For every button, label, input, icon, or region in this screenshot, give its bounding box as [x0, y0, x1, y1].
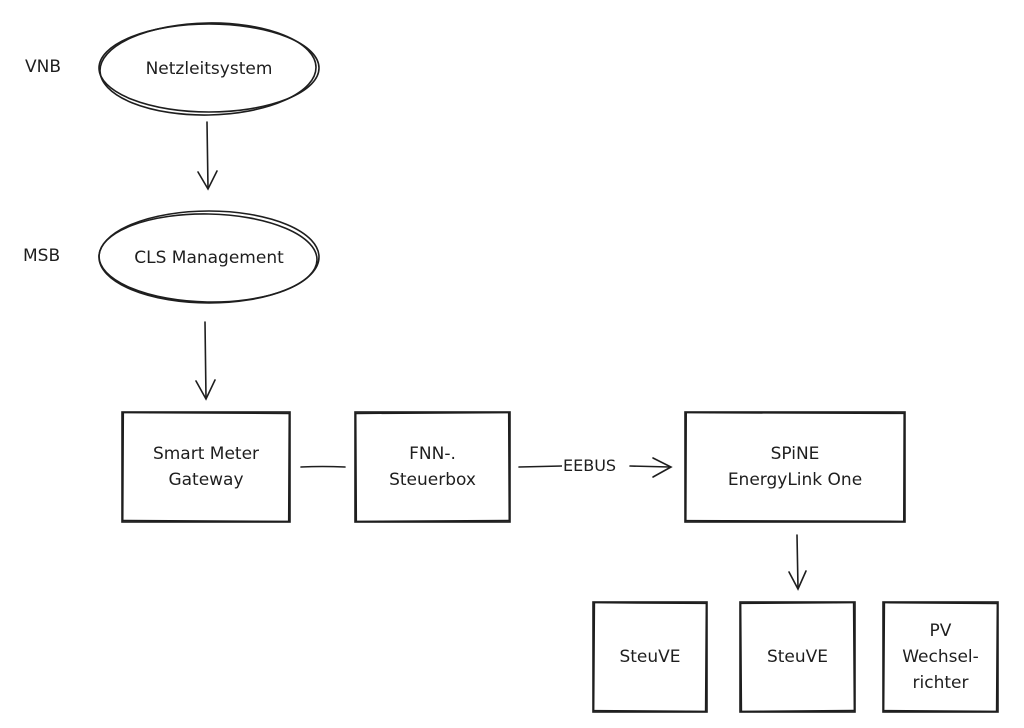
box-fnn	[354, 411, 511, 523]
arrow-cls-to-smgw	[195, 321, 216, 401]
ellipse-netzleitsystem	[98, 22, 320, 116]
box-smgw	[121, 411, 291, 523]
node-smart-meter-gateway[interactable]: Smart Meter Gateway	[152, 444, 260, 490]
node-netzleitsystem[interactable]: Netzleitsystem	[145, 59, 273, 79]
box-steuve-1	[592, 601, 708, 713]
node-cls-management[interactable]: CLS Management	[134, 248, 284, 268]
arrow-spine-to-steuve	[788, 534, 807, 591]
node-pv-wechselrichter[interactable]: PV Wechsel- richter	[902, 621, 979, 693]
box-spine	[684, 411, 906, 523]
ellipse-cls-management	[98, 210, 320, 304]
node-steuve-2[interactable]: SteuVE	[766, 647, 829, 667]
edge-label-eebus: EEBUS	[562, 456, 618, 475]
node-steuve-1[interactable]: SteuVE	[619, 647, 681, 667]
lane-label-msb: MSB	[23, 246, 61, 266]
line-smgw-fnn	[300, 465, 346, 468]
arrow-fnn-to-spine	[518, 457, 673, 478]
node-spine-energylink[interactable]: SPiNE EnergyLink One	[727, 444, 863, 490]
arrow-netzleitsystem-to-cls	[197, 121, 218, 191]
box-steuve-2	[739, 601, 856, 713]
node-fnn-steuerbox[interactable]: FNN-. Steuerbox	[389, 444, 476, 490]
box-pv	[882, 601, 999, 713]
lane-label-vnb: VNB	[25, 57, 62, 77]
